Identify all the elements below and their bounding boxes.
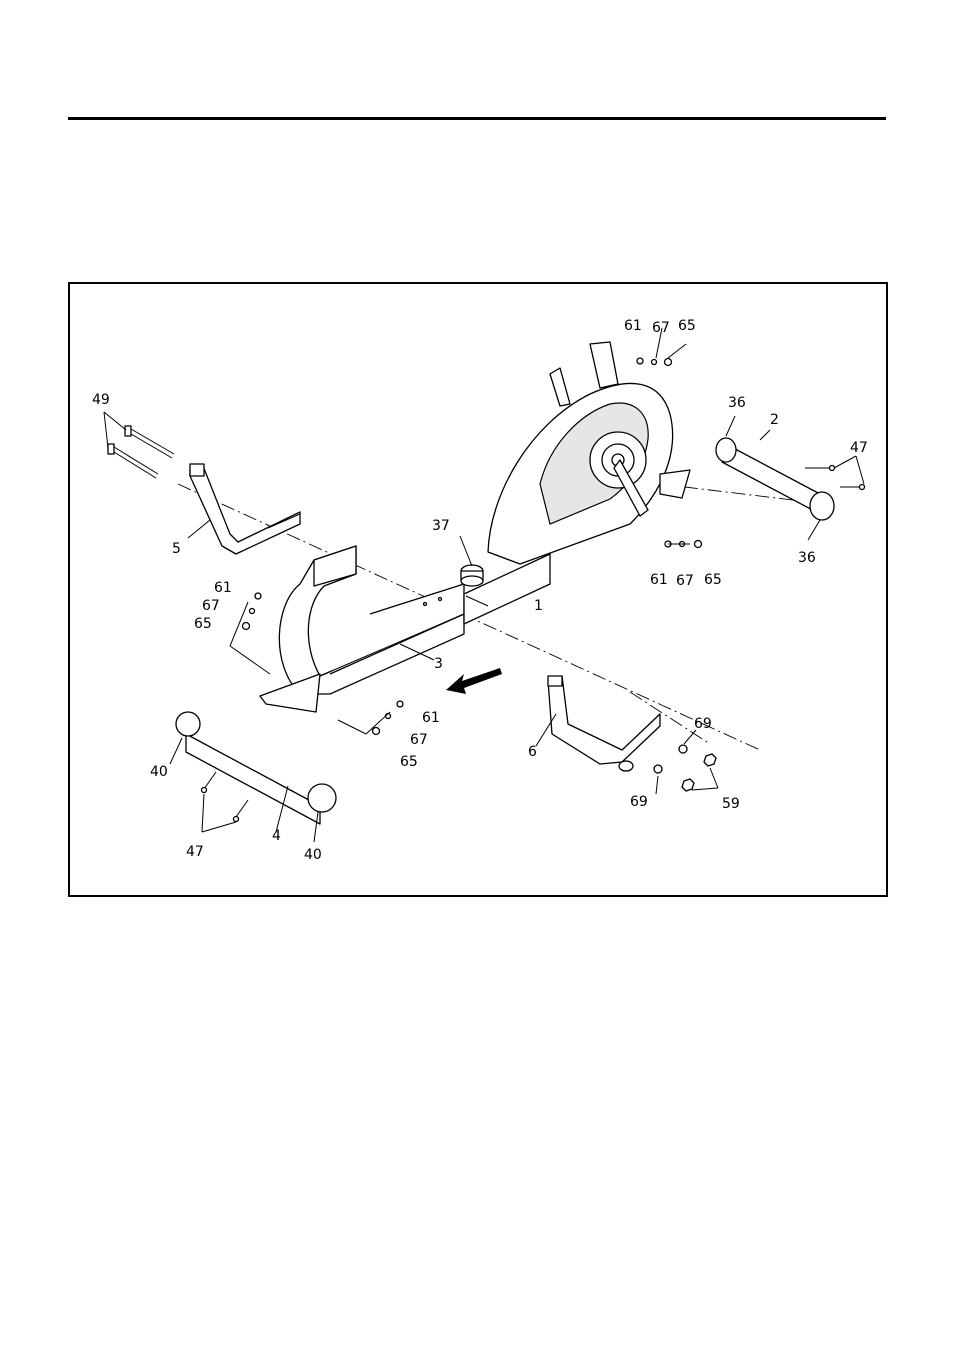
callout-67-left: 67 [202,598,220,614]
part-2-rear-stabilizer [715,437,835,521]
hardware-61-67-65 [241,357,703,736]
direction-arrow-icon [446,668,502,694]
callout-65-left: 65 [194,616,212,632]
callout-67-top: 67 [652,320,670,336]
callout-65-rear: 65 [704,572,722,588]
assembly-diagram-frame: 1 2 3 4 5 6 36 36 37 40 40 47 47 49 59 6… [68,282,888,897]
callout-61-front: 61 [422,710,440,726]
part-5-stabilizer-bracket [189,463,301,555]
callout-65-front: 65 [400,754,418,770]
callout-47-rear: 47 [850,440,868,456]
callout-leaders [103,327,865,843]
callout-4: 4 [272,828,281,844]
callout-59: 59 [722,796,740,812]
assembly-diagram: 1 2 3 4 5 6 36 36 37 40 40 47 47 49 59 6… [92,318,868,863]
callout-labels: 1 2 3 4 5 6 36 36 37 40 40 47 47 49 59 6… [92,318,868,863]
callout-37: 37 [432,518,450,534]
part-4-front-stabilizer [175,673,337,825]
callout-36-top: 36 [728,395,746,411]
part-1-flywheel-housing [463,341,691,625]
part-49-bolts [107,425,175,479]
part-6-stabilizer-bracket [547,675,661,772]
part-47-bolts-rear [805,464,866,491]
callout-69-bottom: 69 [630,794,648,810]
callout-47-front: 47 [186,844,204,860]
callout-2: 2 [770,412,779,428]
part-3-main-frame [278,545,465,695]
callout-67-front: 67 [410,732,428,748]
header-rule [68,117,886,120]
callout-40-left: 40 [150,764,168,780]
callout-61-top: 61 [624,318,642,334]
callout-49: 49 [92,392,110,408]
callout-6: 6 [528,744,537,760]
callout-67-rear: 67 [676,573,694,589]
callout-61-left: 61 [214,580,232,596]
hardware-69-59 [653,744,717,792]
callout-61-rear: 61 [650,572,668,588]
callout-1: 1 [534,598,543,614]
part-47-bolts-front [200,771,249,823]
part-37-adjustment-knob [460,564,484,587]
callout-65-top: 65 [678,318,696,334]
callout-36-bottom: 36 [798,550,816,566]
callout-40-right: 40 [304,847,322,863]
callout-5: 5 [172,541,181,557]
callout-3: 3 [434,656,443,672]
callout-69-top: 69 [694,716,712,732]
